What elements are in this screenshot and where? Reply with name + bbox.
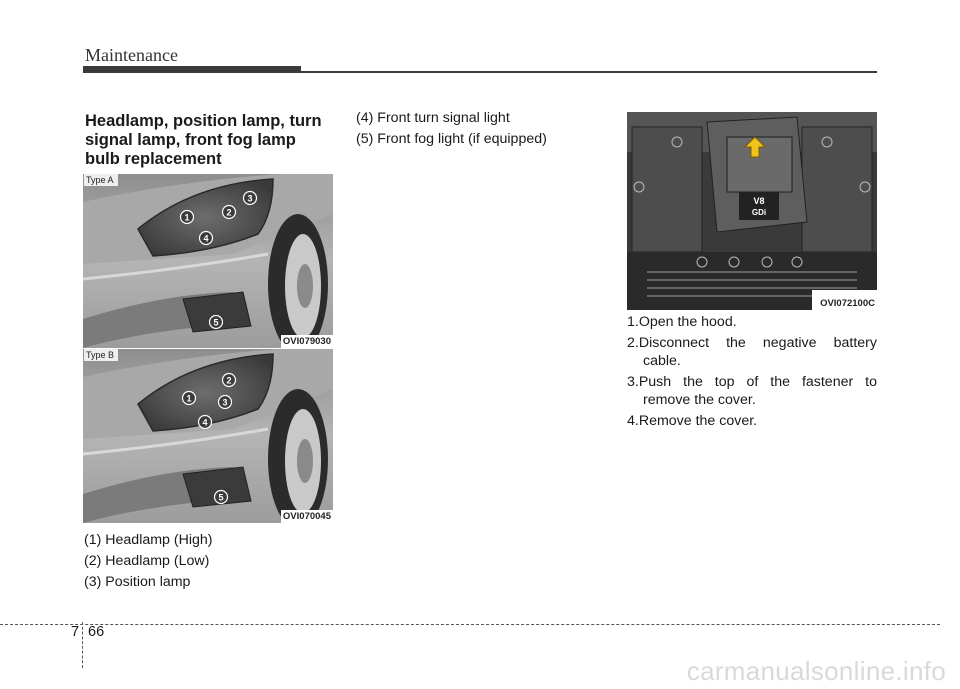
list-item: (2) Headlamp (Low) xyxy=(84,553,210,569)
list-item: (5) Front fog light (if equipped) xyxy=(356,131,547,147)
callout-group-type-b: 1 2 3 4 5 xyxy=(181,372,237,505)
figure-code: OVI072100C xyxy=(818,297,877,310)
callout-5: 5 xyxy=(213,318,218,328)
callout-3: 3 xyxy=(247,194,252,204)
list-item: (3) Position lamp xyxy=(84,574,191,590)
footer-divider xyxy=(82,622,83,668)
engine-bay-figure: V8 GDi OVI072100C xyxy=(627,112,877,310)
footer-rule xyxy=(0,624,940,625)
callout-1: 1 xyxy=(184,213,189,223)
headlamp-figure-type-a: 1 2 3 4 5 Type A OVI079030 xyxy=(83,174,333,348)
engine-bay-illustration: V8 GDi xyxy=(627,112,877,310)
engine-badge-top: V8 xyxy=(753,196,764,206)
callout-3: 3 xyxy=(222,398,227,408)
watermark: carmanualsonline.info xyxy=(686,656,946,686)
list-item: (1) Headlamp (High) xyxy=(84,532,213,548)
bulb-list-col1: (1) Headlamp (High) (2) Headlamp (Low) (… xyxy=(84,530,334,593)
callout-4: 4 xyxy=(203,234,208,244)
callout-5: 5 xyxy=(218,493,223,503)
list-item: (4) Front turn signal light xyxy=(356,110,510,126)
step-item: 1.Open the hood. xyxy=(627,314,737,330)
figure-type-label: Type A xyxy=(84,174,118,186)
figure-code: OVI070045 xyxy=(280,510,333,523)
headlamp-figure-type-b: 1 2 3 4 5 Type B OVI070045 xyxy=(83,349,333,523)
figure-code: OVI079030 xyxy=(280,335,333,348)
page-number: 66 xyxy=(88,624,105,640)
headlamp-illustration-type-b: 1 2 3 4 5 xyxy=(83,349,333,523)
header-rule-thick xyxy=(83,66,301,73)
callout-2: 2 xyxy=(226,208,231,218)
procedure-steps: 1.Open the hood. 2.Disconnect the negati… xyxy=(627,313,877,432)
step-item: 3.Push the top of the fastener to remove… xyxy=(627,373,877,409)
step-item: 4.Remove the cover. xyxy=(627,412,758,429)
callout-4: 4 xyxy=(202,418,207,428)
page-header-title: Maintenance xyxy=(85,45,178,65)
headlamp-illustration-type-a: 1 2 3 4 5 xyxy=(83,174,333,348)
figure-type-label: Type B xyxy=(84,349,119,361)
arrow-icon xyxy=(743,136,767,158)
step-item: 2.Disconnect the negative battery cable. xyxy=(627,334,877,370)
header-rule-thin xyxy=(301,71,877,73)
engine-badge-bottom: GDi xyxy=(752,208,766,217)
fastener-markers xyxy=(633,136,871,268)
callout-1: 1 xyxy=(186,394,191,404)
callout-group-type-a: 1 2 3 4 5 xyxy=(179,190,258,330)
section-heading: Headlamp, position lamp, turn signal lam… xyxy=(85,112,322,168)
chapter-number: 7 xyxy=(71,624,80,640)
callout-2: 2 xyxy=(226,376,231,386)
bulb-list-col2: (4) Front turn signal light (5) Front fo… xyxy=(356,108,606,150)
